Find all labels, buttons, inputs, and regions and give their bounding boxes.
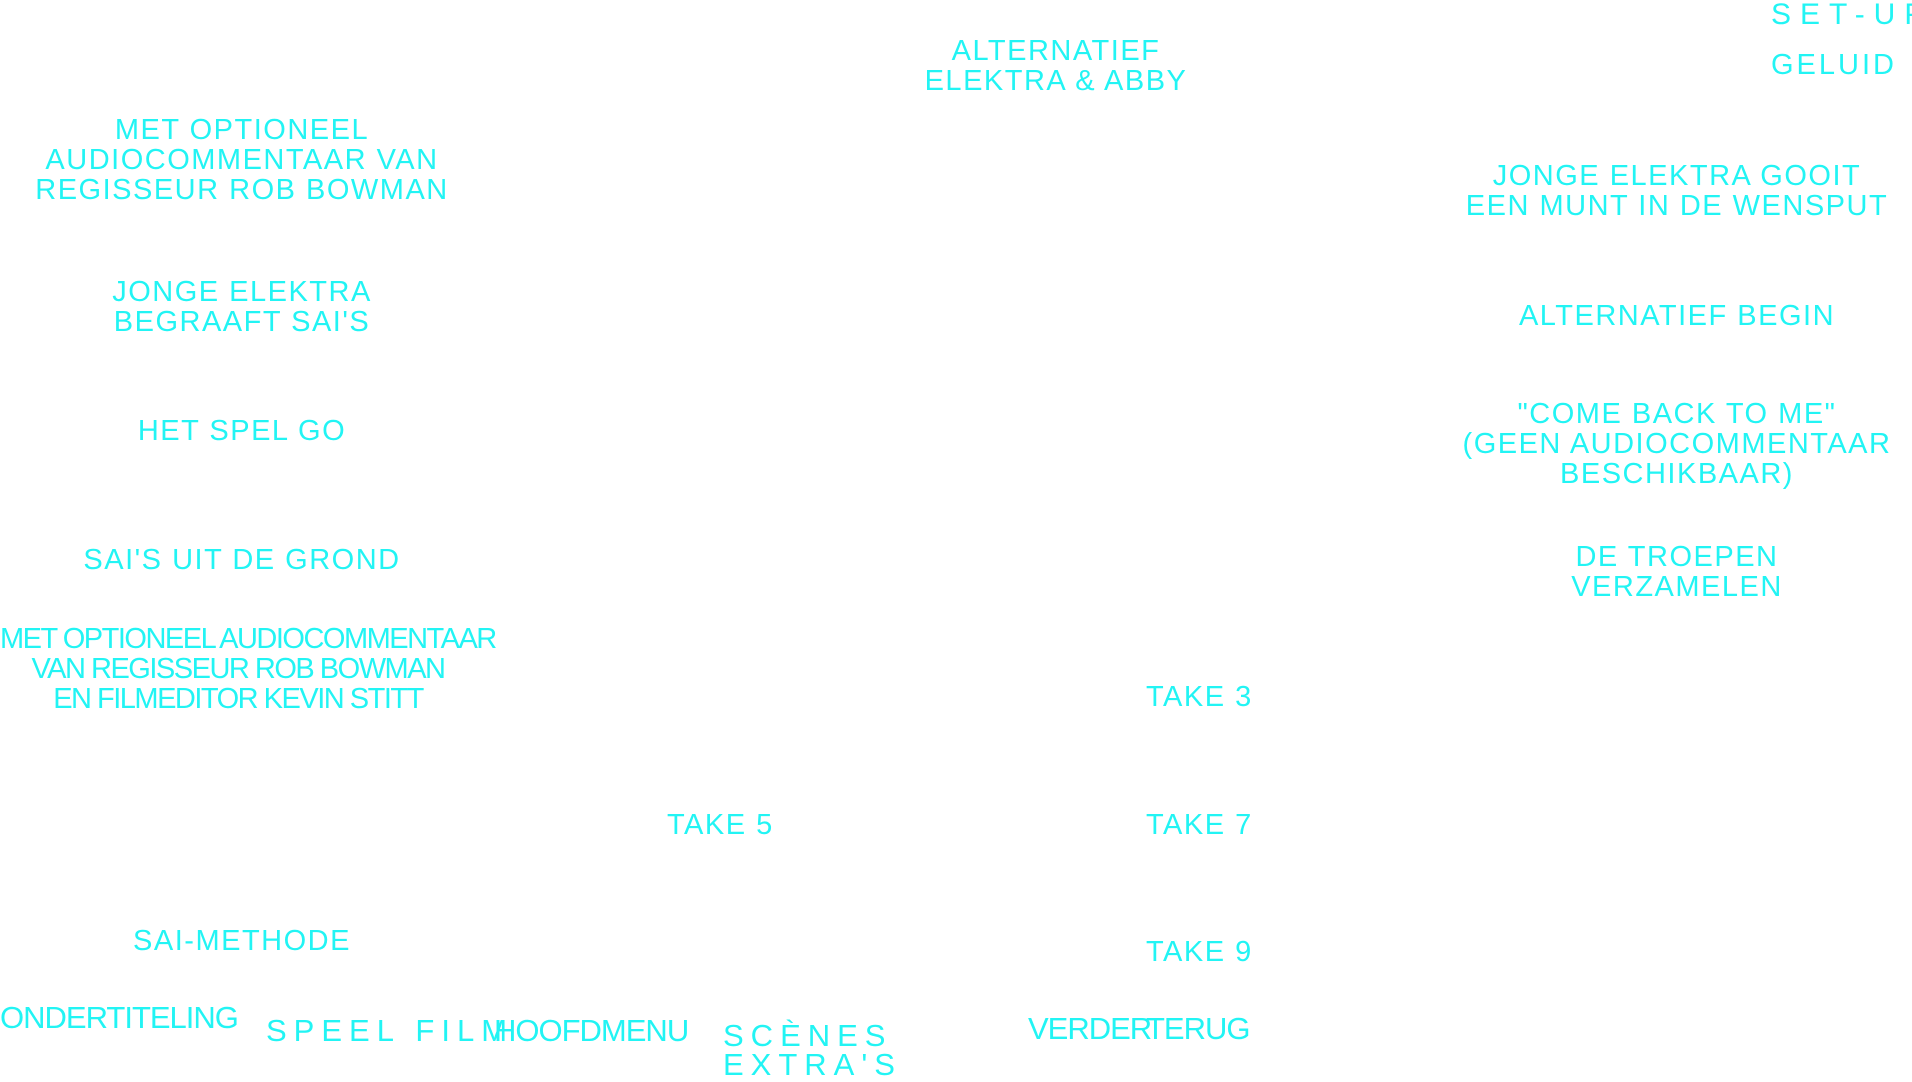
label-line: Alternatief begin: [1518, 300, 1836, 332]
label-line: een munt in de wensput: [1465, 190, 1889, 222]
play-film-button[interactable]: Speel film: [266, 1013, 515, 1048]
label-line: van regisseur Rob Bowman: [31, 653, 446, 685]
label-line: begraaft sai's: [113, 306, 371, 338]
take-3-button[interactable]: Take 3: [1146, 681, 1253, 713]
label-line: beschikbaar): [1560, 458, 1794, 490]
label-line: en filmeditor Kevin Stitt: [53, 683, 424, 715]
scene-gathering-troops-button[interactable]: De troepen verzamelen: [1440, 542, 1912, 602]
alternative-elektra-abby-button[interactable]: Alternatief Elektra & Abby: [906, 36, 1206, 96]
label-line: regisseur Rob Bowman: [35, 174, 449, 206]
setup-button[interactable]: Set-up: [1771, 0, 1912, 31]
scene-commentary-bowman-button[interactable]: Met optioneel audiocommentaar van regiss…: [0, 115, 484, 205]
scenes-button[interactable]: Scènes: [723, 1018, 893, 1053]
label-line: Jonge Elektra gooit: [1492, 160, 1862, 192]
label-line: "Come back to me": [1517, 398, 1837, 430]
scene-game-go-button[interactable]: Het spel Go: [0, 416, 484, 446]
main-menu-button[interactable]: Hoofdmenu: [494, 1013, 689, 1048]
take-7-button[interactable]: Take 7: [1146, 809, 1253, 841]
next-button[interactable]: Verder: [1028, 1011, 1152, 1046]
sound-button[interactable]: Geluid: [1771, 49, 1897, 81]
take-5-button[interactable]: Take 5: [667, 809, 774, 841]
label-line: (geen audiocommentaar: [1462, 428, 1892, 460]
label-line: Het spel Go: [137, 415, 347, 447]
label-line: audiocommentaar van: [45, 144, 439, 176]
label-line: Elektra & Abby: [924, 65, 1188, 97]
scene-come-back-to-me-button[interactable]: "Come back to me" (geen audiocommentaar …: [1440, 399, 1912, 489]
label-line: Sai's uit de grond: [83, 544, 401, 576]
label-line: Met optioneel: [114, 114, 370, 146]
scene-sai-method-button[interactable]: Sai-methode: [0, 926, 484, 956]
scene-alternative-beginning-button[interactable]: Alternatief begin: [1440, 301, 1912, 331]
scene-commentary-bowman-stitt-button[interactable]: Met optioneel audiocommentaar van regiss…: [0, 623, 497, 715]
label-line: Sai-methode: [133, 925, 351, 957]
back-button[interactable]: Terug: [1146, 1011, 1250, 1046]
label-line: Met optioneel audiocommentaar: [0, 623, 497, 655]
scene-wishing-well-button[interactable]: Jonge Elektra gooit een munt in de wensp…: [1440, 161, 1912, 221]
extras-button[interactable]: Extra's: [723, 1047, 902, 1082]
subtitles-button[interactable]: Ondertiteling: [0, 1000, 239, 1035]
scene-young-elektra-buries-sais-button[interactable]: Jonge Elektra begraaft sai's: [0, 277, 484, 337]
label-line: Jonge Elektra: [112, 276, 372, 308]
label-line: De troepen: [1575, 541, 1779, 573]
label-line: Alternatief: [951, 35, 1161, 67]
take-9-button[interactable]: Take 9: [1146, 936, 1253, 968]
scene-sais-from-ground-button[interactable]: Sai's uit de grond: [0, 545, 484, 575]
label-line: verzamelen: [1571, 571, 1783, 603]
